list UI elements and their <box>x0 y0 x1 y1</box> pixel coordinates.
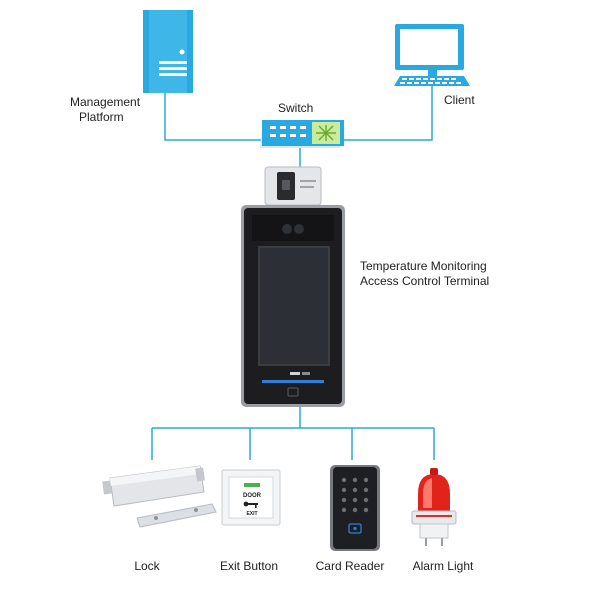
terminal-top-module-icon <box>264 166 322 206</box>
client-computer-icon <box>394 24 470 86</box>
connector-platform-switch <box>164 92 262 141</box>
switch-icon <box>260 120 345 148</box>
lock-icon <box>102 465 217 528</box>
card-reader-icon <box>330 465 380 551</box>
client-label: Client <box>444 93 475 107</box>
terminal-label-line2: Access Control Terminal <box>360 274 490 288</box>
connector-client-switch <box>342 86 433 141</box>
card-reader-label: Card Reader <box>315 559 385 573</box>
connector-lines <box>151 86 435 460</box>
alarm-light-icon <box>411 468 457 546</box>
exit-button-exit-text: EXIT <box>246 511 257 517</box>
management-platform-label-line2: Platform <box>79 110 124 124</box>
exit-button-icon: DOOR EXIT <box>221 469 281 526</box>
alarm-light-label: Alarm Light <box>412 559 474 573</box>
terminal-label-line1: Temperature Monitoring <box>360 259 487 273</box>
exit-button-door-text: DOOR <box>243 493 262 499</box>
management-platform-label-line1: Management <box>70 95 141 109</box>
exit-button-label: Exit Button <box>219 559 279 573</box>
switch-label: Switch <box>278 101 314 115</box>
terminal-device-icon <box>241 205 345 407</box>
management-server-icon <box>143 10 193 93</box>
lock-label: Lock <box>134 559 160 573</box>
